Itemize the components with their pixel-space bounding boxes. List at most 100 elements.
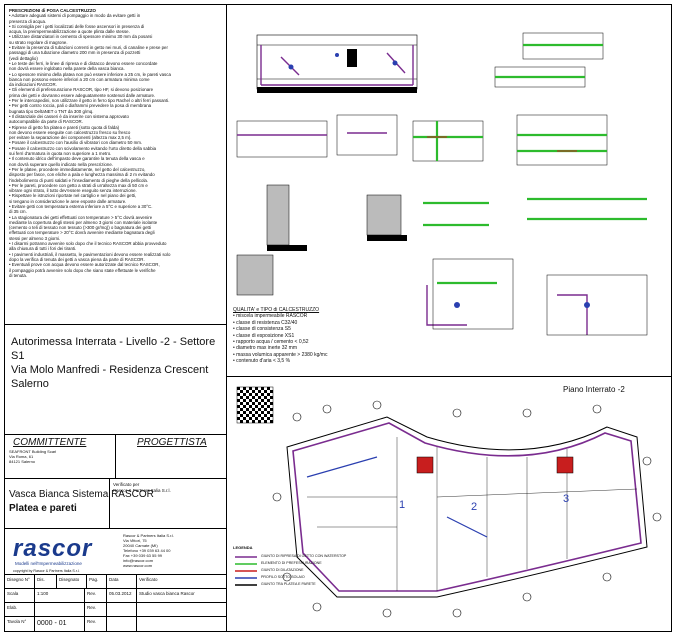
prescription-line: il pompaggio potrà avvenire solo dopo ch… <box>9 267 156 273</box>
prescription-line: • Gli elementi di prefessurazione RASCOR… <box>9 87 154 93</box>
project-line-1: Autorimessa Interrata - Livello -2 - Set… <box>11 336 216 362</box>
quality-line: • rapporto acqua / cemento < 0,52 <box>233 339 309 346</box>
sector-2: 2 <box>471 501 478 513</box>
rascor-logo: rascor <box>13 535 93 562</box>
project-title-box: Autorimessa Interrata - Livello -2 - Set… <box>5 325 227 435</box>
prescription-line: di 35 cm. <box>9 209 27 215</box>
prescription-line: stessi per almeno 3 giorni. <box>9 235 61 241</box>
prescription-line: (vedi dettaglio) <box>9 55 38 61</box>
detail-callout-icon <box>372 400 382 410</box>
detail-callout-icon <box>322 404 332 414</box>
sector-3: 3 <box>563 493 570 505</box>
prescription-line: prima dei getti e dovranno essere adegua… <box>9 92 156 98</box>
prescription-line: • I pavimenti industriali, il massetto, … <box>9 251 171 257</box>
quality-line: • classe di consistenza S5 <box>233 326 291 333</box>
prescription-line: • Evitare getti con temperatura esterna … <box>9 203 153 209</box>
prescription-line: • Posare il calcestruzzo con l'ausilio d… <box>9 140 143 146</box>
detail-callout-icon <box>452 608 462 618</box>
detail-callout-icon <box>452 408 462 418</box>
prescription-line: • Le teste dei ferri, le linee di ripres… <box>9 60 158 66</box>
parties-box: COMMITTENTE PROGETTISTA SEAFRONT Buildin… <box>5 435 227 479</box>
detail-callout-icon <box>292 412 302 422</box>
plan-title: Piano Interrato -2 <box>563 385 625 394</box>
prescription-line: su strato regolare di magrone. <box>9 39 68 45</box>
client-address: SEAFRONT Building Scarl Via Roma, 61 841… <box>9 449 57 464</box>
prescription-line: • Utilizzare distanziatori in cemento di… <box>9 34 153 40</box>
legend-item: ELEMENTO DI PREFESSURAZIONE <box>261 561 322 565</box>
prescription-line: si tengano in considerazione le aree esp… <box>9 198 127 204</box>
prescription-line: mediante la copertura degli stessi per a… <box>9 219 158 225</box>
company-tagline: Modelli nell'Impermeabilizzazione <box>15 561 82 566</box>
quality-line: • classe di esposizione XS1 <box>233 332 295 339</box>
legend-item: GIUNTO TRA PLATEA E PARETE <box>261 582 316 586</box>
prescription-line: autocompatibile da parte di RASCOR. <box>9 119 83 125</box>
prescription-line: vibrare ogni strato, il tutto dev'essere… <box>9 188 137 194</box>
prescription-line: • La stagionatura dei getti effettuati c… <box>9 214 153 220</box>
sheet-number: 0000 - 01 <box>35 617 85 631</box>
verified-box: Verificato per Rascor & Partners Italia … <box>109 479 227 529</box>
prescription-line: (cemento o teli di tessuto non tessuto (… <box>9 225 151 231</box>
prescription-line: • Adottare adeguati sistemi di pompaggio… <box>9 13 141 19</box>
prescription-line: • Eventuali prove con acqua devono esser… <box>9 262 160 268</box>
prescription-line: • Per getti contro roccia, pali o diafra… <box>9 103 152 109</box>
title-block-column: PRESCRIZIONI di POSA CALCESTRUZZO • Adot… <box>5 5 227 631</box>
prescription-line: presenza di acqua. <box>9 18 47 24</box>
prescription-line: dopo la verifica di tenuta dei getti a v… <box>9 256 145 262</box>
prescription-line: effettuati con temperature > 20°C dovrà … <box>9 230 155 236</box>
detail-callout-icon <box>602 572 612 582</box>
designer-label: PROGETTISTA <box>137 437 207 448</box>
prescription-line: • Lo spessore minimo della platea non pu… <box>9 71 171 77</box>
copyright-text: copyright by Rascor & Partners Italia S.… <box>13 569 80 573</box>
prescription-line: • Si consiglia per i getti localizzati d… <box>9 23 145 29</box>
detail-callout-icon <box>522 592 532 602</box>
subject-box: Vasca Bianca Sistema RASCOR Platea e par… <box>5 479 227 529</box>
concrete-quality: QUALITA' e TIPO di CALCESTRUZZO • miscel… <box>233 307 328 365</box>
detail-callout-icon <box>282 572 292 582</box>
detail-callout-icon <box>592 404 602 414</box>
company-box: rascor Modelli nell'Impermeabilizzazione… <box>5 529 227 575</box>
quality-line: • classe di resistenza C32/40 <box>233 319 298 326</box>
legend-title: LEGENDA <box>233 545 253 550</box>
prescription-line: per evitare la separazione dei component… <box>9 135 132 141</box>
prescription-line: non dovrà superare quello indicato nella… <box>9 161 113 167</box>
detail-callout-icon <box>382 608 392 618</box>
prescription-line: l'indebolimento di punti saldati e l'ins… <box>9 177 149 183</box>
prescription-line: • Per le pareti, procedere con getto a s… <box>9 182 148 188</box>
prescription-line: acqua, la preimpermeabilizzazione a quot… <box>9 29 130 35</box>
legend-item: PROFILO SOTTO-SOLAIO <box>261 575 305 579</box>
detail-callout-icon <box>312 602 322 612</box>
drawing-info-grid: Disegno N° Dis. Disegnato Pag. Data Veri… <box>5 575 227 631</box>
detail-drawings: QUALITA' e TIPO di CALCESTRUZZO • miscel… <box>227 5 671 377</box>
prescription-line: di tenuta. <box>9 272 28 278</box>
detail-callout-icon <box>522 408 532 418</box>
prescription-line: • Il contenuto idrico dell'impasto deve … <box>9 156 145 162</box>
prescription-line: • I disarmi potranno avvenire solo dopo … <box>9 241 167 247</box>
prescription-line: bianca non possono essere inferiori a 20… <box>9 76 150 82</box>
company-details: Rascor & Partners Italia S.r.l. Via Vitt… <box>123 533 175 568</box>
detail-callout-icon <box>642 456 652 466</box>
prescription-line: bugnata tipo DeltaNET o TNT da 300 g/mq. <box>9 108 94 114</box>
prescription-line: • Riprese di getto fra platea e pareti (… <box>9 124 120 130</box>
prescription-line: sui ferri d'armatura in quota non superi… <box>9 151 112 157</box>
detail-callout-icon <box>272 492 282 502</box>
casting-prescriptions: PRESCRIZIONI di POSA CALCESTRUZZO • Adot… <box>5 5 227 325</box>
subject-title: Vasca Bianca Sistema RASCOR <box>9 489 154 500</box>
prescription-line: alla chiusura di tutti i fori dei tirant… <box>9 246 77 252</box>
client-label: COMMITTENTE <box>13 437 87 448</box>
project-line-2: Via Molo Manfredi - Residenza Crescent <box>11 364 209 376</box>
prescription-line: • Per le intercapedini, non utilizzare i… <box>9 98 170 104</box>
prescriptions-list: • Adottare adeguati sistemi di pompaggio… <box>9 13 223 278</box>
legend-item: GIUNTO DI DILATAZIONE <box>261 568 304 572</box>
quality-line: • massa volumica apparente > 2380 kg/mc <box>233 351 328 358</box>
prescription-line: da indicazioni RASCOR. <box>9 82 57 88</box>
prescription-line: • Posare il calcestruzzo con scivolament… <box>9 145 157 151</box>
floor-plan: Piano Interrato -2 <box>227 377 671 631</box>
legend-list: GIUNTO DI RIPRESA DI GETTO CON WATERSTOP… <box>261 553 346 588</box>
prescription-line: disposto per fasce, con eliche a pala e … <box>9 172 155 178</box>
detail-drawings-svg <box>236 32 648 336</box>
prescription-line: non devono essere eseguite con calcestru… <box>9 129 131 135</box>
prescriptions-heading: PRESCRIZIONI di POSA CALCESTRUZZO <box>9 8 96 13</box>
quality-line: • contenuto d'aria < 3,5 % <box>233 358 291 365</box>
prescription-line: • Il distanziale dei casseri è da inseri… <box>9 113 129 119</box>
sector-1: 1 <box>399 499 406 511</box>
